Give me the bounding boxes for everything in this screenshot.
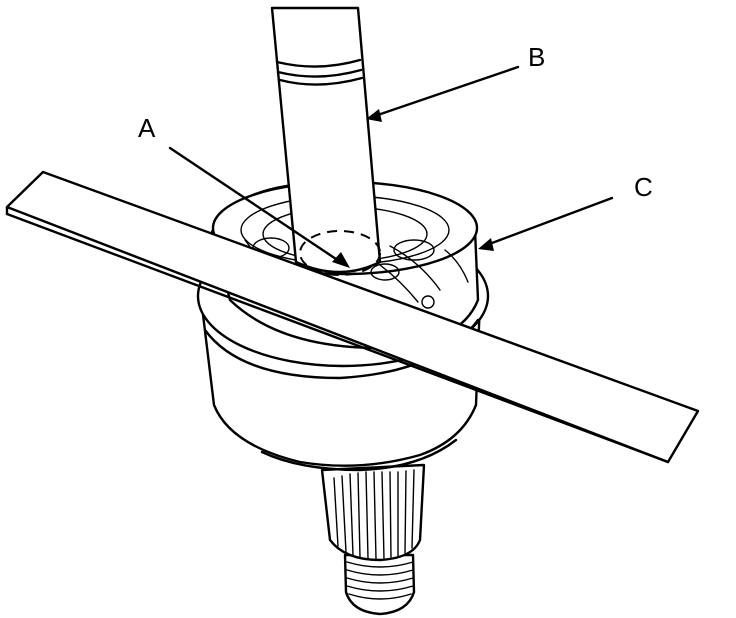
leader-line-a <box>168 146 347 267</box>
straight-edge <box>5 170 700 464</box>
splined-stub-shaft <box>320 463 426 616</box>
arrowhead-c <box>478 238 494 251</box>
callout-label-c: C <box>634 172 653 202</box>
callout-label-a: A <box>138 113 156 143</box>
leader-line-b <box>370 65 520 119</box>
driveshaft <box>270 6 382 274</box>
arrowhead-a <box>332 252 350 268</box>
callout-label-b: B <box>528 42 545 72</box>
shaft-end-mark-a <box>299 230 381 276</box>
leader-line-c <box>482 196 614 248</box>
arrowhead-b <box>366 109 382 122</box>
leader-lines <box>168 65 614 268</box>
